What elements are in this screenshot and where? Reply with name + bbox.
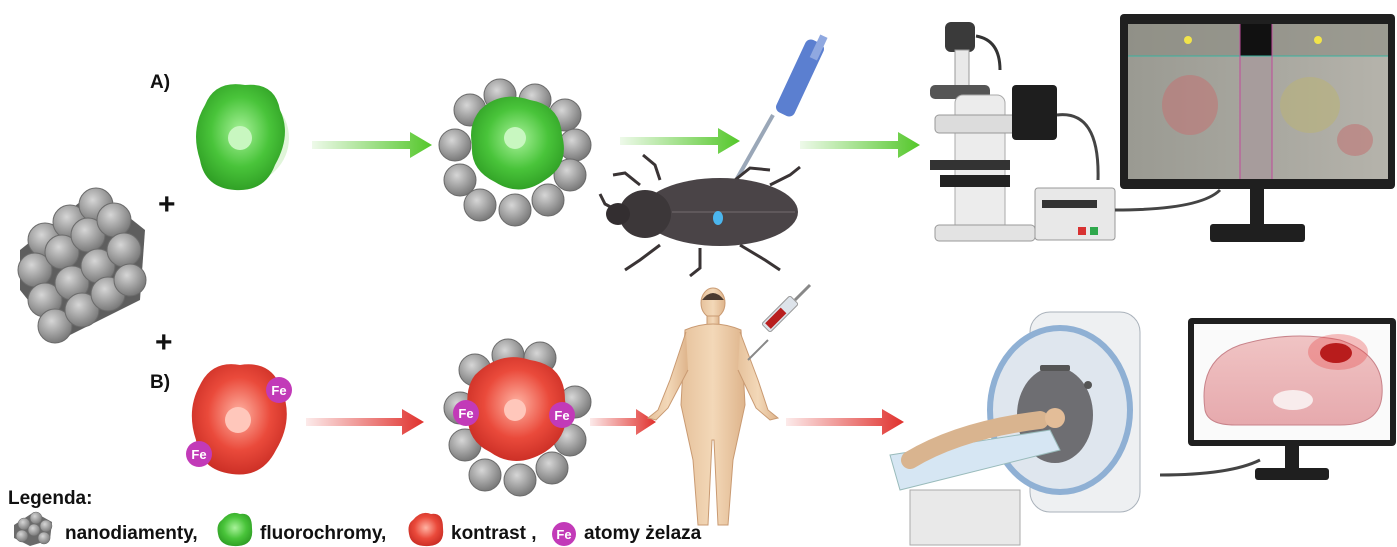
svg-text:Fe: Fe [191, 447, 206, 462]
legend-label-nanodiamonds: nanodiamenty, [65, 523, 198, 545]
legend-nanodiamond-icon [14, 512, 52, 546]
arrow-red-2 [590, 409, 656, 435]
human-figure [648, 288, 778, 525]
conjugate-red: Fe Fe [444, 339, 591, 496]
arrow-red-1 [306, 409, 424, 435]
contrast-red: Fe Fe [186, 364, 292, 474]
arrow-green-2 [620, 128, 740, 154]
nanodiamond-cluster [18, 188, 146, 343]
beetle-body [606, 178, 798, 246]
arrow-green-1 [312, 132, 432, 158]
syringe-icon [748, 285, 810, 360]
arrow-red-3 [786, 409, 904, 435]
fluorochrome-green [196, 84, 289, 190]
legend-label-fluorochromes: fluorochromy, [260, 523, 386, 545]
legend-contrast-icon [409, 513, 444, 546]
legend-label-iron-atoms: atomy żelaza [584, 523, 701, 545]
legend-fluorochrome-icon [218, 513, 253, 546]
svg-text:Fe: Fe [554, 408, 569, 423]
svg-text:Fe: Fe [458, 406, 473, 421]
monitor-brain [1160, 318, 1396, 480]
legend-title: Legenda: [8, 488, 92, 510]
svg-text:Fe: Fe [556, 527, 571, 542]
legend-label-contrast: kontrast , [451, 523, 537, 545]
legend-iron-atom-icon: Fe [552, 522, 576, 546]
svg-text:Fe: Fe [271, 383, 286, 398]
mri-scanner-icon [890, 312, 1140, 545]
conjugate-green [439, 79, 591, 226]
arrow-green-3 [800, 132, 920, 158]
